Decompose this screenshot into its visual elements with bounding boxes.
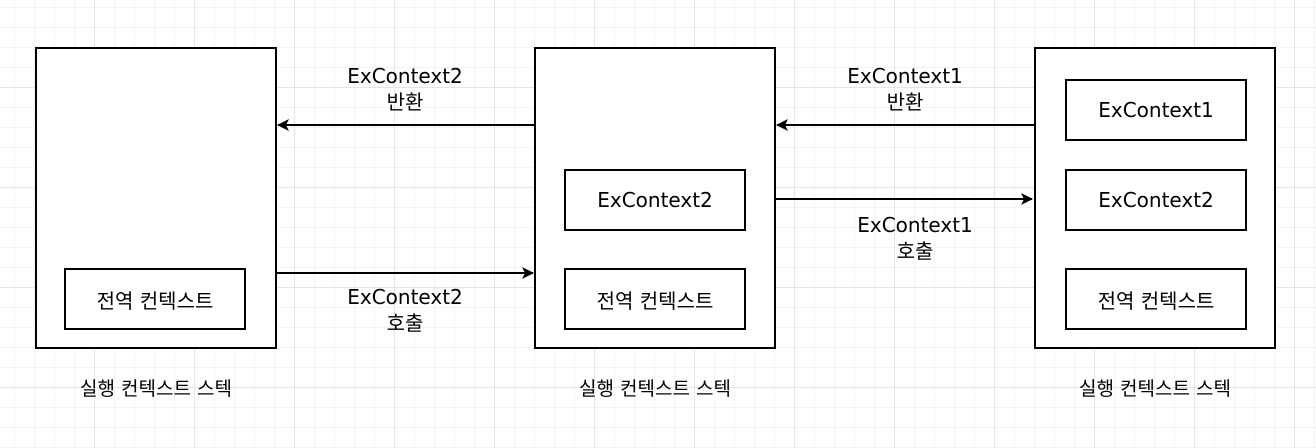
stack-3-caption: 실행 컨텍스트 스텍 bbox=[1079, 378, 1231, 400]
label-ex2-call-name: ExContext2 bbox=[347, 285, 463, 309]
label-ex1-call: ExContext1 호출 bbox=[815, 212, 1015, 264]
stack-2-global-context: 전역 컨텍스트 bbox=[564, 268, 746, 330]
label-ex2-return-name: ExContext2 bbox=[347, 64, 463, 88]
stack-3-excontext2: ExContext2 bbox=[1065, 169, 1247, 231]
stack-2-caption: 실행 컨텍스트 스텍 bbox=[579, 378, 731, 400]
stack-1-global-context: 전역 컨텍스트 bbox=[64, 268, 246, 330]
label-ex1-return-action: 반환 bbox=[886, 90, 924, 114]
label-ex1-return-name: ExContext1 bbox=[847, 64, 963, 88]
label-ex2-call: ExContext2 호출 bbox=[305, 284, 505, 336]
stack-3-excontext1: ExContext1 bbox=[1065, 79, 1247, 141]
label-ex2-return: ExContext2 반환 bbox=[305, 63, 505, 115]
label-ex1-call-action: 호출 bbox=[896, 239, 934, 263]
label-ex2-call-action: 호출 bbox=[386, 311, 424, 335]
stack-3-global-context: 전역 컨텍스트 bbox=[1065, 268, 1247, 330]
stack-1-caption: 실행 컨텍스트 스텍 bbox=[80, 378, 232, 400]
label-ex2-return-action: 반환 bbox=[386, 90, 424, 114]
label-ex1-call-name: ExContext1 bbox=[857, 213, 973, 237]
label-ex1-return: ExContext1 반환 bbox=[805, 63, 1005, 115]
stack-2-excontext2: ExContext2 bbox=[564, 169, 746, 231]
